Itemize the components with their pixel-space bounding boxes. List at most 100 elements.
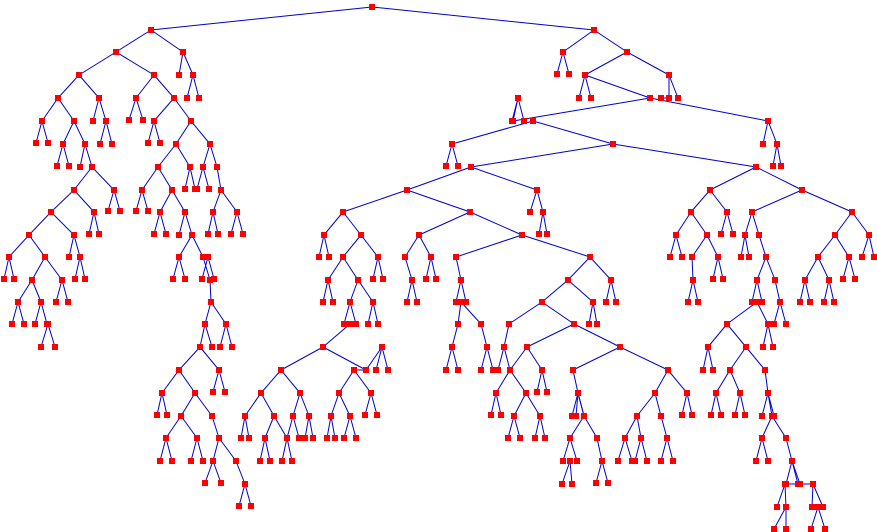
- tree-edge: [204, 301, 212, 325]
- tree-edge: [667, 369, 688, 394]
- tree-edge: [292, 415, 300, 439]
- tree-node: [200, 164, 206, 170]
- tree-node: [328, 413, 334, 419]
- tree-node: [574, 458, 580, 464]
- tree-node: [610, 141, 616, 147]
- tree-node: [715, 254, 721, 260]
- tree-edge: [567, 256, 591, 281]
- tree-node: [66, 254, 72, 260]
- tree-edge: [562, 29, 595, 53]
- tree-node: [519, 232, 525, 238]
- tree-edge: [323, 211, 344, 236]
- tree-edge: [589, 256, 612, 281]
- tree-edge: [779, 301, 787, 325]
- tree-node: [808, 526, 814, 532]
- tree-node: [207, 277, 213, 283]
- tree-node: [644, 458, 650, 464]
- tree-node: [321, 232, 327, 238]
- tree-edge: [536, 369, 543, 393]
- tree-node: [347, 299, 353, 305]
- tree-edge: [73, 234, 81, 258]
- tree-node: [797, 299, 803, 305]
- tree-edge: [707, 323, 728, 348]
- tree-edge: [153, 74, 175, 99]
- tree-nodes: [1, 4, 877, 532]
- tree-edge: [365, 346, 383, 371]
- tree-node: [222, 389, 228, 395]
- tree-node: [762, 367, 768, 373]
- tree-edge: [326, 415, 332, 439]
- tree-node: [151, 118, 157, 124]
- tree-edge: [375, 346, 383, 371]
- tree-node: [815, 254, 821, 260]
- tree-edge: [690, 189, 711, 213]
- tree-node: [21, 321, 27, 327]
- tree-edge: [165, 437, 173, 462]
- tree-node: [190, 72, 196, 78]
- tree-edge: [308, 415, 314, 439]
- tree-node: [783, 526, 789, 532]
- tree-node: [257, 458, 263, 464]
- tree-node: [507, 367, 513, 373]
- tree-edge: [156, 392, 163, 416]
- tree-node: [675, 95, 681, 101]
- tree-edge: [817, 506, 826, 530]
- tree-node: [774, 141, 780, 147]
- tree-edge: [513, 392, 527, 417]
- tree-node: [809, 504, 815, 510]
- tree-edge: [536, 189, 544, 213]
- tree-edge: [115, 51, 155, 76]
- tree-edge: [364, 392, 372, 416]
- tree-node: [666, 72, 672, 78]
- tree-node: [246, 435, 252, 441]
- tree-edge: [521, 234, 591, 258]
- tree-node: [209, 413, 215, 419]
- tree-edge: [219, 323, 227, 348]
- tree-node: [458, 299, 464, 305]
- tree-edge: [201, 256, 209, 280]
- tree-node: [38, 344, 44, 350]
- tree-node: [59, 277, 65, 283]
- tree-node: [753, 458, 759, 464]
- tree-node: [749, 299, 755, 305]
- tree-edge: [57, 97, 75, 122]
- tree-node: [871, 254, 877, 260]
- tree-node: [832, 232, 838, 238]
- tree-node: [279, 458, 285, 464]
- tree-edge: [216, 166, 222, 191]
- tree-node: [704, 232, 710, 238]
- tree-edge: [761, 392, 769, 417]
- tree-edge: [184, 166, 191, 190]
- tree-edge: [406, 189, 471, 213]
- tree-node: [211, 276, 217, 282]
- tree-node: [484, 344, 490, 350]
- tree-edge: [715, 392, 722, 416]
- tree-edge: [823, 279, 830, 303]
- tree-node: [320, 344, 326, 350]
- tree-edge: [584, 51, 628, 76]
- tree-node: [71, 187, 77, 193]
- tree-edge: [281, 437, 288, 462]
- tree-node: [66, 163, 72, 169]
- tree-node: [534, 187, 540, 193]
- tree-node: [205, 254, 211, 260]
- tree-node: [208, 299, 214, 305]
- tree-edge: [418, 211, 471, 236]
- tree-edge: [342, 234, 362, 258]
- tree-edge: [534, 415, 541, 439]
- tree-node: [97, 141, 103, 147]
- tree-node: [182, 276, 188, 282]
- tree-node: [624, 49, 630, 55]
- tree-edge: [751, 189, 803, 213]
- tree-node: [849, 209, 855, 215]
- tree-node: [109, 141, 115, 147]
- tree-node: [336, 390, 342, 396]
- tree-edge: [79, 143, 86, 168]
- tree-node: [6, 254, 12, 260]
- tree-edge: [404, 234, 420, 258]
- tree-node: [216, 435, 222, 441]
- tree-node: [242, 481, 248, 487]
- tree-edge: [113, 189, 121, 212]
- tree-node: [665, 367, 671, 373]
